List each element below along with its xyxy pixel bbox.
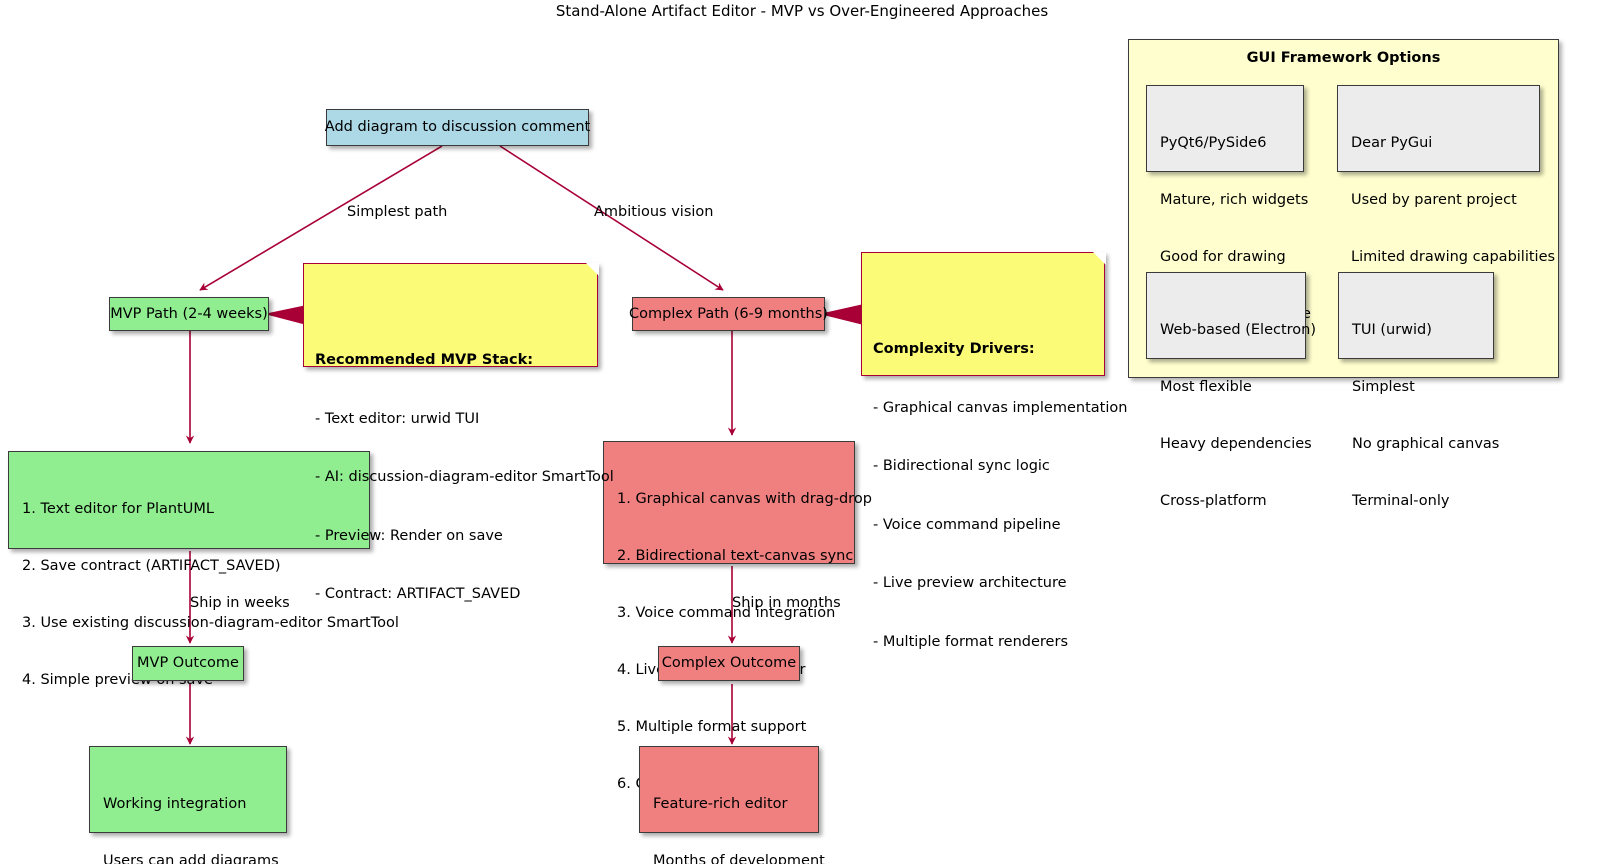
option-electron-line-2: Most flexible	[1160, 379, 1252, 395]
node-complex-outcome-label: Complex Outcome	[661, 655, 797, 671]
complex-result-1: Feature-rich editor	[653, 796, 788, 812]
complex-step-1: 1. Graphical canvas with drag-drop	[617, 491, 872, 507]
node-start-label: Add diagram to discussion comment	[324, 119, 591, 135]
option-electron-line-3: Heavy dependencies	[1160, 436, 1312, 452]
option-pyqt6-line-2: Mature, rich widgets	[1160, 192, 1309, 208]
option-tui[interactable]: TUI (urwid) Simplest No graphical canvas…	[1338, 272, 1499, 509]
note-mvp-stack-line-2: - AI: discussion-diagram-editor SmartToo…	[315, 469, 614, 485]
mvp-step-1: 1. Text editor for PlantUML	[22, 501, 214, 517]
option-tui-line-1: TUI (urwid)	[1352, 322, 1432, 338]
note-complexity-line-3: - Voice command pipeline	[873, 516, 1061, 533]
page-title: Stand-Alone Artifact Editor - MVP vs Ove…	[555, 2, 1049, 20]
note-mvp-stack-title: Recommended MVP Stack:	[315, 352, 534, 368]
node-mvp-outcome[interactable]: MVP Outcome	[132, 646, 244, 681]
edge-label-simplest-path: Simplest path	[347, 204, 448, 220]
note-complexity-line-1: - Graphical canvas implementation	[873, 399, 1128, 416]
node-complex-result[interactable]: Feature-rich editor Months of developmen…	[639, 746, 825, 864]
note-complexity-drivers[interactable]: Complexity Drivers: - Graphical canvas i…	[861, 251, 1127, 650]
note-anchor-mvp	[266, 305, 306, 325]
complex-step-2: 2. Bidirectional text-canvas sync	[617, 548, 854, 564]
note-mvp-stack-line-1: - Text editor: urwid TUI	[315, 410, 480, 427]
complex-step-3: 3. Voice command integration	[617, 605, 836, 621]
mvp-step-2: 2. Save contract (ARTIFACT_SAVED)	[22, 558, 281, 574]
node-mvp-path[interactable]: MVP Path (2-4 weeks)	[109, 297, 269, 331]
node-mvp-path-label: MVP Path (2-4 weeks)	[110, 305, 268, 322]
package-title: GUI Framework Options	[1246, 50, 1441, 66]
option-tui-line-4: Terminal-only	[1352, 493, 1450, 509]
mvp-result-1: Working integration	[103, 796, 247, 812]
option-electron-line-1: Web-based (Electron)	[1160, 322, 1317, 338]
option-tui-line-3: No graphical canvas	[1352, 436, 1500, 452]
note-anchor-complex	[821, 304, 863, 325]
option-electron[interactable]: Web-based (Electron) Most flexible Heavy…	[1146, 272, 1317, 509]
note-complexity-title: Complexity Drivers:	[873, 341, 1035, 357]
node-complex-path-label: Complex Path (6-9 months)	[629, 305, 828, 322]
edge-label-ship-in-months: Ship in months	[732, 595, 841, 611]
option-electron-line-4: Cross-platform	[1160, 493, 1267, 509]
note-mvp-stack-line-4: - Contract: ARTIFACT_SAVED	[315, 586, 521, 602]
node-complex-steps[interactable]: 1. Graphical canvas with drag-drop 2. Bi…	[603, 441, 872, 792]
edge-label-ambitious-vision: Ambitious vision	[594, 204, 714, 220]
node-mvp-outcome-label: MVP Outcome	[137, 655, 239, 671]
node-complex-outcome[interactable]: Complex Outcome	[658, 646, 800, 681]
option-dearpygui-line-1: Dear PyGui	[1351, 135, 1433, 151]
option-pyqt6-line-1: PyQt6/PySide6	[1160, 135, 1267, 151]
note-mvp-stack[interactable]: Recommended MVP Stack: - Text editor: ur…	[303, 262, 614, 602]
option-pyqt6-line-3: Good for drawing	[1160, 249, 1286, 265]
complex-result-2: Months of development	[653, 853, 825, 864]
mvp-step-3: 3. Use existing discussion-diagram-edito…	[22, 615, 399, 631]
complex-step-5: 5. Multiple format support	[617, 719, 807, 735]
node-complex-path[interactable]: Complex Path (6-9 months)	[629, 297, 828, 331]
mvp-result-2: Users can add diagrams	[103, 853, 279, 864]
package-gui-framework-options: GUI Framework Options PyQt6/PySide6 Matu…	[1128, 39, 1559, 509]
option-dearpygui-line-2: Used by parent project	[1351, 192, 1517, 208]
option-tui-line-2: Simplest	[1352, 379, 1415, 395]
note-fold-edge-icon	[1091, 252, 1105, 266]
node-start[interactable]: Add diagram to discussion comment	[324, 109, 591, 146]
option-pyqt6[interactable]: PyQt6/PySide6 Mature, rich widgets Good …	[1146, 85, 1311, 322]
option-dear-pygui[interactable]: Dear PyGui Used by parent project Limite…	[1337, 85, 1555, 322]
note-fold-edge-icon	[584, 263, 598, 277]
note-mvp-stack-line-3: - Preview: Render on save	[315, 527, 503, 544]
note-complexity-line-2: - Bidirectional sync logic	[873, 458, 1050, 474]
edge-label-ship-in-weeks: Ship in weeks	[190, 595, 290, 611]
note-complexity-line-4: - Live preview architecture	[873, 575, 1067, 591]
option-dearpygui-line-3: Limited drawing capabilities	[1351, 249, 1556, 265]
node-mvp-result[interactable]: Working integration Users can add diagra…	[89, 746, 287, 864]
note-complexity-line-5: - Multiple format renderers	[873, 633, 1068, 650]
